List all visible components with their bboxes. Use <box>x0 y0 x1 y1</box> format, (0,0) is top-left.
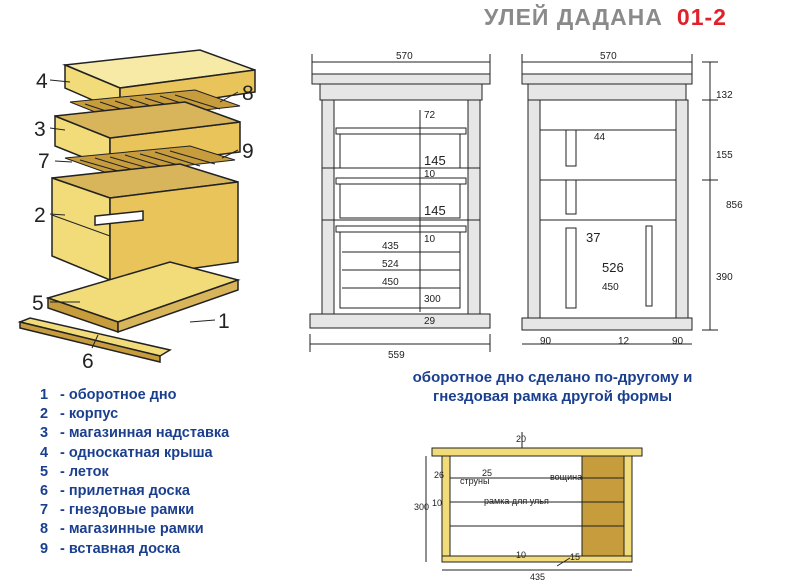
frame-dim-20: 20 <box>516 434 526 444</box>
frame-dim-10b: 10 <box>516 550 526 560</box>
side-dim-132: 132 <box>716 90 733 101</box>
body-part <box>51 163 239 282</box>
side-dim-390: 390 <box>716 272 733 283</box>
note-text: оборотное дно сделано по-другому и гнезд… <box>375 368 730 406</box>
frame-label-voshchina: вощина <box>550 472 582 482</box>
frame-dim-10a: 10 <box>432 498 442 508</box>
frame-dim-435: 435 <box>530 572 545 582</box>
frame-label-ramka: рамка для улья <box>484 496 549 506</box>
side-dim-37: 37 <box>586 230 600 245</box>
front-dim-10a: 10 <box>424 169 436 180</box>
legend-num: 5 <box>40 463 49 480</box>
callout-6: 6 <box>82 350 94 373</box>
exploded-hive-illustration: 4 8 3 7 9 2 5 1 6 <box>17 49 256 373</box>
frame-label-struny: струны <box>460 476 489 486</box>
legend-label: - односкатная крыша <box>60 444 213 461</box>
title-text: УЛЕЙ ДАДАНА <box>484 4 663 30</box>
legend-num: 6 <box>40 483 49 500</box>
legend-item: 1 - оборотное дно <box>40 386 229 405</box>
callout-3: 3 <box>34 118 46 141</box>
legend-label: - прилетная доска <box>60 483 190 500</box>
legend-item: 4 - односкатная крыша <box>40 444 229 463</box>
side-dim-44: 44 <box>594 132 606 143</box>
callout-2: 2 <box>34 204 46 227</box>
side-dim-450: 450 <box>602 282 619 293</box>
callout-4: 4 <box>36 70 48 93</box>
legend-label: - оборотное дно <box>60 387 177 403</box>
side-dim-90a: 90 <box>540 336 552 347</box>
legend-num: 9 <box>40 540 49 557</box>
legend-label: - леток <box>60 463 109 480</box>
bottom-board-part <box>45 261 241 334</box>
front-dim-72: 72 <box>424 110 436 121</box>
frame-dim-15: 15 <box>570 552 580 562</box>
legend-list: 1 - оборотное дно 2 - корпус 3 - магазинная… <box>40 386 229 559</box>
legend-item: 9 - вставная доска <box>40 540 229 559</box>
front-section-drawing: 570 72 145 10 145 10 435 524 450 300 29 … <box>309 51 491 360</box>
title-code: 01-2 <box>676 4 727 30</box>
side-dim-856: 856 <box>726 200 743 211</box>
legend-label: - корпус <box>60 406 119 423</box>
legend-item: 8 - магазинные рамки <box>40 520 229 539</box>
legend-num: 4 <box>40 444 49 461</box>
legend-item: 5 - леток <box>40 463 229 482</box>
side-dim-526: 526 <box>602 260 624 275</box>
frame-dim-25: 25 <box>482 468 492 478</box>
side-dim-155: 155 <box>716 150 733 161</box>
front-dim-145b: 145 <box>424 203 446 218</box>
landing-board-part <box>17 317 172 363</box>
front-dim-300: 300 <box>424 294 441 305</box>
legend-num: 7 <box>40 502 49 519</box>
note-line-1: оборотное дно сделано по-другому и <box>412 369 693 386</box>
legend-label: - магазинная надставка <box>60 425 230 442</box>
legend-item: 2 - корпус <box>40 405 229 424</box>
legend-item: 6 - прилетная доска <box>40 482 229 501</box>
note-line-2: гнездовая рамка другой формы <box>432 388 673 405</box>
callout-7: 7 <box>38 150 50 173</box>
legend-item: 7 - гнездовые рамки <box>40 501 229 520</box>
legend-label: - гнездовые рамки <box>60 502 195 519</box>
callout-5: 5 <box>32 292 44 315</box>
front-dim-145a: 145 <box>424 153 446 168</box>
front-dim-10b: 10 <box>424 234 436 245</box>
legend-num: 3 <box>40 425 49 442</box>
legend-item: 3 - магазинная надставка <box>40 424 229 443</box>
legend-label: - магазинные рамки <box>60 521 204 538</box>
callout-1: 1 <box>218 310 230 333</box>
page-title: УЛЕЙ ДАДАНА 01-2 <box>484 4 727 31</box>
legend-num: 8 <box>40 521 49 538</box>
front-dim-570: 570 <box>396 51 413 62</box>
side-dim-12: 12 <box>618 336 630 347</box>
legend-num: 1 <box>40 387 49 403</box>
callout-9: 9 <box>242 140 254 163</box>
front-dim-450: 450 <box>382 277 399 288</box>
frame-drawing: 20 25 26 300 10 10 435 15 струны вощина … <box>414 432 643 582</box>
frame-dim-26: 26 <box>434 470 444 480</box>
legend-label: - вставная доска <box>60 540 181 557</box>
front-dim-29: 29 <box>424 316 436 327</box>
front-dim-559: 559 <box>388 350 405 360</box>
frame-dim-300: 300 <box>414 502 429 512</box>
callout-8: 8 <box>242 82 254 105</box>
front-dim-524: 524 <box>382 259 399 270</box>
side-dim-570: 570 <box>600 51 617 62</box>
front-dim-435: 435 <box>382 241 399 252</box>
side-section-drawing: 570 44 37 526 450 132 155 856 390 90 12 … <box>521 51 743 347</box>
legend-num: 2 <box>40 406 49 423</box>
side-dim-90b: 90 <box>672 336 684 347</box>
